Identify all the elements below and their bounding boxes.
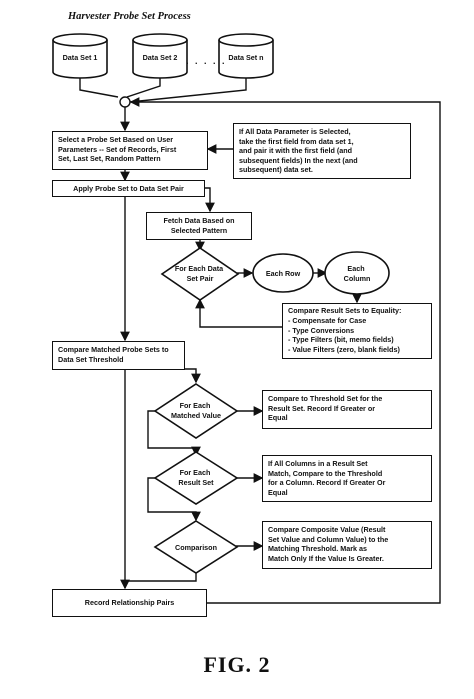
dataset-label-2: Data Set 2 bbox=[143, 53, 178, 62]
decision-each-result-set bbox=[153, 451, 239, 505]
decision-comparison bbox=[153, 520, 239, 574]
compare-matched-box: Compare Matched Probe Sets to Data Set T… bbox=[52, 341, 185, 370]
decision-each-matched-value-label: For Each Matched Value bbox=[171, 401, 221, 420]
compare-equality-box: Compare Result Sets to Equality: - Compe… bbox=[282, 303, 432, 359]
merge-junction bbox=[119, 96, 131, 108]
loop-each-row-label: Each Row bbox=[266, 269, 301, 278]
record-relationship-box: Record Relationship Pairs bbox=[52, 589, 207, 617]
all-data-note-box: If All Data Parameter is Selected, take … bbox=[233, 123, 411, 179]
loop-each-row bbox=[252, 253, 314, 293]
apply-probe-set-box: Apply Probe Set to Data Set Pair bbox=[52, 180, 205, 197]
loop-each-column bbox=[324, 251, 390, 295]
diagram-title: Harvester Probe Set Process bbox=[68, 11, 191, 22]
decision-each-matched-value bbox=[153, 383, 239, 439]
database-2 bbox=[132, 33, 188, 79]
decision-each-data-set-pair bbox=[160, 247, 240, 301]
loop-each-column-label: Each Column bbox=[344, 264, 371, 283]
dataset-label-n: Data Set n bbox=[228, 53, 263, 62]
database-1 bbox=[52, 33, 108, 79]
fetch-data-box: Fetch Data Based on Selected Pattern bbox=[146, 212, 252, 240]
decision-comparison-label: Comparison bbox=[175, 543, 217, 552]
select-probe-set-box: Select a Probe Set Based on User Paramet… bbox=[52, 131, 208, 170]
ellipsis: . . . . . bbox=[186, 56, 227, 66]
figure-label: FIG. 2 bbox=[203, 652, 271, 677]
composite-value-box: Compare Composite Value (Result Set Valu… bbox=[262, 521, 432, 569]
threshold-set-box: Compare to Threshold Set for the Result … bbox=[262, 390, 432, 429]
all-columns-box: If All Columns in a Result Set Match, Co… bbox=[262, 455, 432, 502]
decision-each-data-set-pair-label: For Each Data Set Pair bbox=[175, 264, 225, 283]
decision-each-result-set-label: For Each Result Set bbox=[178, 468, 214, 487]
dataset-label-1: Data Set 1 bbox=[63, 53, 98, 62]
